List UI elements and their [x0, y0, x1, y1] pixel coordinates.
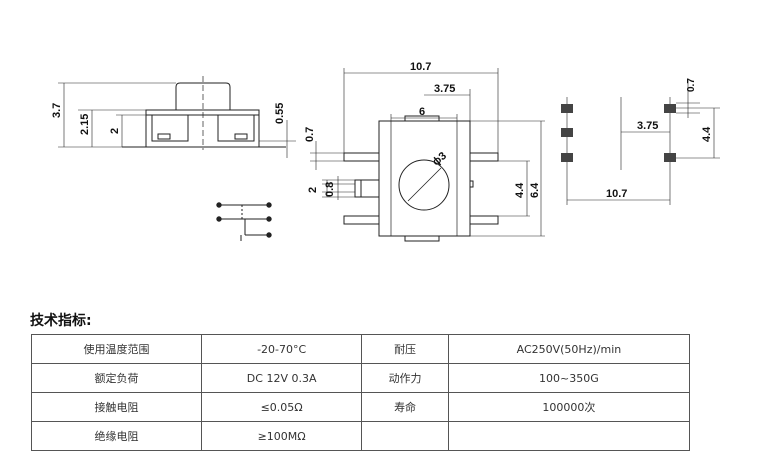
spec-label: 绝缘电阻 — [31, 421, 202, 451]
spec-value: 100~350G — [447, 363, 691, 393]
table-row: 接触电阻 ≤0.05Ω 寿命 100000次 — [31, 392, 691, 422]
table-row: 使用温度范围 -20-70°C 耐压 AC250V(50Hz)/min — [31, 334, 691, 364]
table-row: 绝缘电阻 ≥100MΩ — [31, 421, 691, 451]
dim-top-width: 10.7 — [410, 61, 431, 73]
spec-label: 动作力 — [361, 363, 449, 393]
spec-label: 使用温度范围 — [31, 334, 202, 364]
spec-label: 额定负荷 — [31, 363, 202, 393]
dim-top-pin-height: 0.7 — [304, 127, 316, 142]
dim-plunger-diameter: ϕ3 — [430, 150, 449, 168]
spec-label: 耐压 — [361, 334, 449, 364]
spec-value: -20-70°C — [200, 334, 363, 364]
dim-top-pin-width: 0.8 — [324, 182, 336, 197]
dim-top-outer-height: 6.4 — [529, 182, 541, 198]
switch-dimension-drawing: 3.7 2.15 2 0.55 10.7 3.75 6 0.7 2 0.8 ϕ3… — [51, 61, 720, 242]
dim-pcb-pad-gap: 3.75 — [637, 120, 658, 132]
dim-top-pin-gap: 2 — [307, 187, 319, 193]
dim-pcb-pad-height: 0.7 — [686, 78, 697, 92]
dim-side-height-inner: 2 — [109, 128, 121, 134]
spec-value: AC250V(50Hz)/min — [447, 334, 691, 364]
dim-side-height-body: 2.15 — [79, 114, 91, 135]
spec-label: 寿命 — [361, 392, 449, 422]
dim-pcb-span: 10.7 — [606, 188, 627, 200]
dim-pcb-pad-pitch: 4.4 — [701, 126, 713, 142]
dim-side-pin-height: 0.55 — [274, 103, 286, 124]
dim-top-body-width: 6 — [419, 106, 425, 118]
spec-label — [361, 421, 449, 451]
dim-side-height-total: 3.7 — [51, 103, 63, 118]
top-view — [310, 68, 545, 242]
dim-top-offset: 3.75 — [434, 83, 455, 95]
spec-value: 100000次 — [447, 392, 691, 422]
dim-top-inner-height: 4.4 — [514, 182, 526, 198]
spec-value: DC 12V 0.3A — [200, 363, 363, 393]
pcb-pads — [561, 104, 676, 162]
spec-value: ≤0.05Ω — [200, 392, 363, 422]
pcb-layout — [566, 80, 720, 205]
circuit-schematic — [216, 202, 272, 241]
side-view — [58, 76, 296, 158]
spec-value: ≥100MΩ — [200, 421, 363, 451]
spec-label: 接触电阻 — [31, 392, 202, 422]
spec-title: 技术指标: — [30, 313, 92, 329]
table-row: 额定负荷 DC 12V 0.3A 动作力 100~350G — [31, 363, 691, 393]
spec-table: 使用温度范围 -20-70°C 耐压 AC250V(50Hz)/min 额定负荷… — [31, 334, 691, 451]
spec-value — [447, 421, 691, 451]
